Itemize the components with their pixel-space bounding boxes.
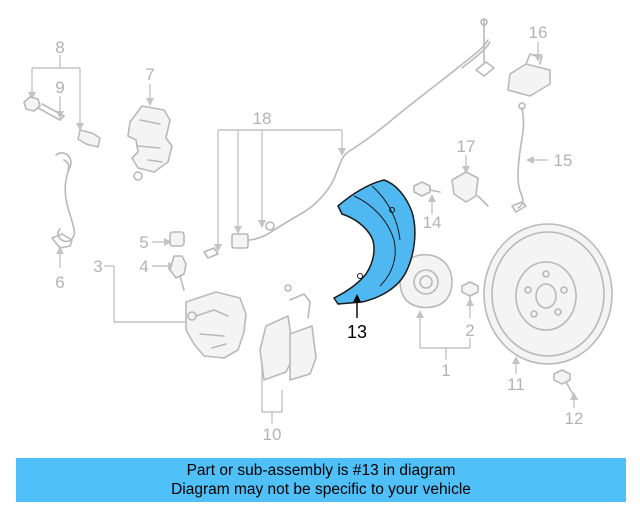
part-3-4-5-bleeder — [104, 231, 187, 323]
callout-16: 16 — [529, 23, 548, 42]
part-7-caliper-carrier — [127, 84, 173, 181]
part-17-sensor — [451, 155, 489, 207]
callout-12: 12 — [565, 409, 584, 428]
callout-5: 5 — [139, 233, 148, 252]
callout-17: 17 — [457, 137, 476, 156]
callout-7: 7 — [145, 65, 154, 84]
callout-4: 4 — [139, 257, 148, 276]
part-12-bolt — [553, 369, 578, 408]
callout-18: 18 — [253, 109, 272, 128]
part-15-abs-sensor — [511, 102, 548, 213]
callout-11: 11 — [507, 375, 525, 394]
part-16-bracket — [507, 42, 551, 97]
callout-14: 14 — [423, 213, 442, 232]
part-13-callout — [353, 294, 361, 318]
callout-13[interactable]: 13 — [347, 322, 367, 342]
part-13-splash-shield[interactable] — [333, 179, 416, 305]
callout-9: 9 — [55, 78, 64, 97]
callout-6: 6 — [55, 273, 64, 292]
brake-caliper — [185, 291, 247, 359]
callout-10: 10 — [263, 425, 282, 444]
callout-1: 1 — [441, 361, 450, 380]
banner-line-2: Diagram may not be specific to your vehi… — [171, 481, 471, 498]
callout-3: 3 — [93, 257, 102, 276]
part-2-bolt — [461, 281, 479, 318]
part-11-brake-rotor — [483, 223, 613, 374]
banner-line-1: Part or sub-assembly is #13 in diagram — [186, 462, 456, 479]
part-14-bolt — [413, 181, 441, 214]
wheel-hub — [399, 253, 471, 360]
part-8-9-bolt-sleeve — [23, 55, 101, 148]
info-banner: Part or sub-assembly is #13 in diagram D… — [16, 458, 626, 502]
callout-labels: 8 9 7 18 16 17 15 14 5 4 3 6 13 2 1 11 1… — [55, 23, 583, 444]
callout-2: 2 — [465, 321, 474, 340]
callout-15: 15 — [554, 151, 573, 170]
callout-8: 8 — [55, 38, 64, 57]
part-18-sensor-wire — [203, 18, 495, 259]
part-10-brake-pads — [259, 284, 317, 424]
parts-diagram: 8 9 7 18 16 17 15 14 5 4 3 6 13 2 1 11 1… — [23, 18, 613, 444]
part-6-hose-clip — [51, 152, 76, 268]
